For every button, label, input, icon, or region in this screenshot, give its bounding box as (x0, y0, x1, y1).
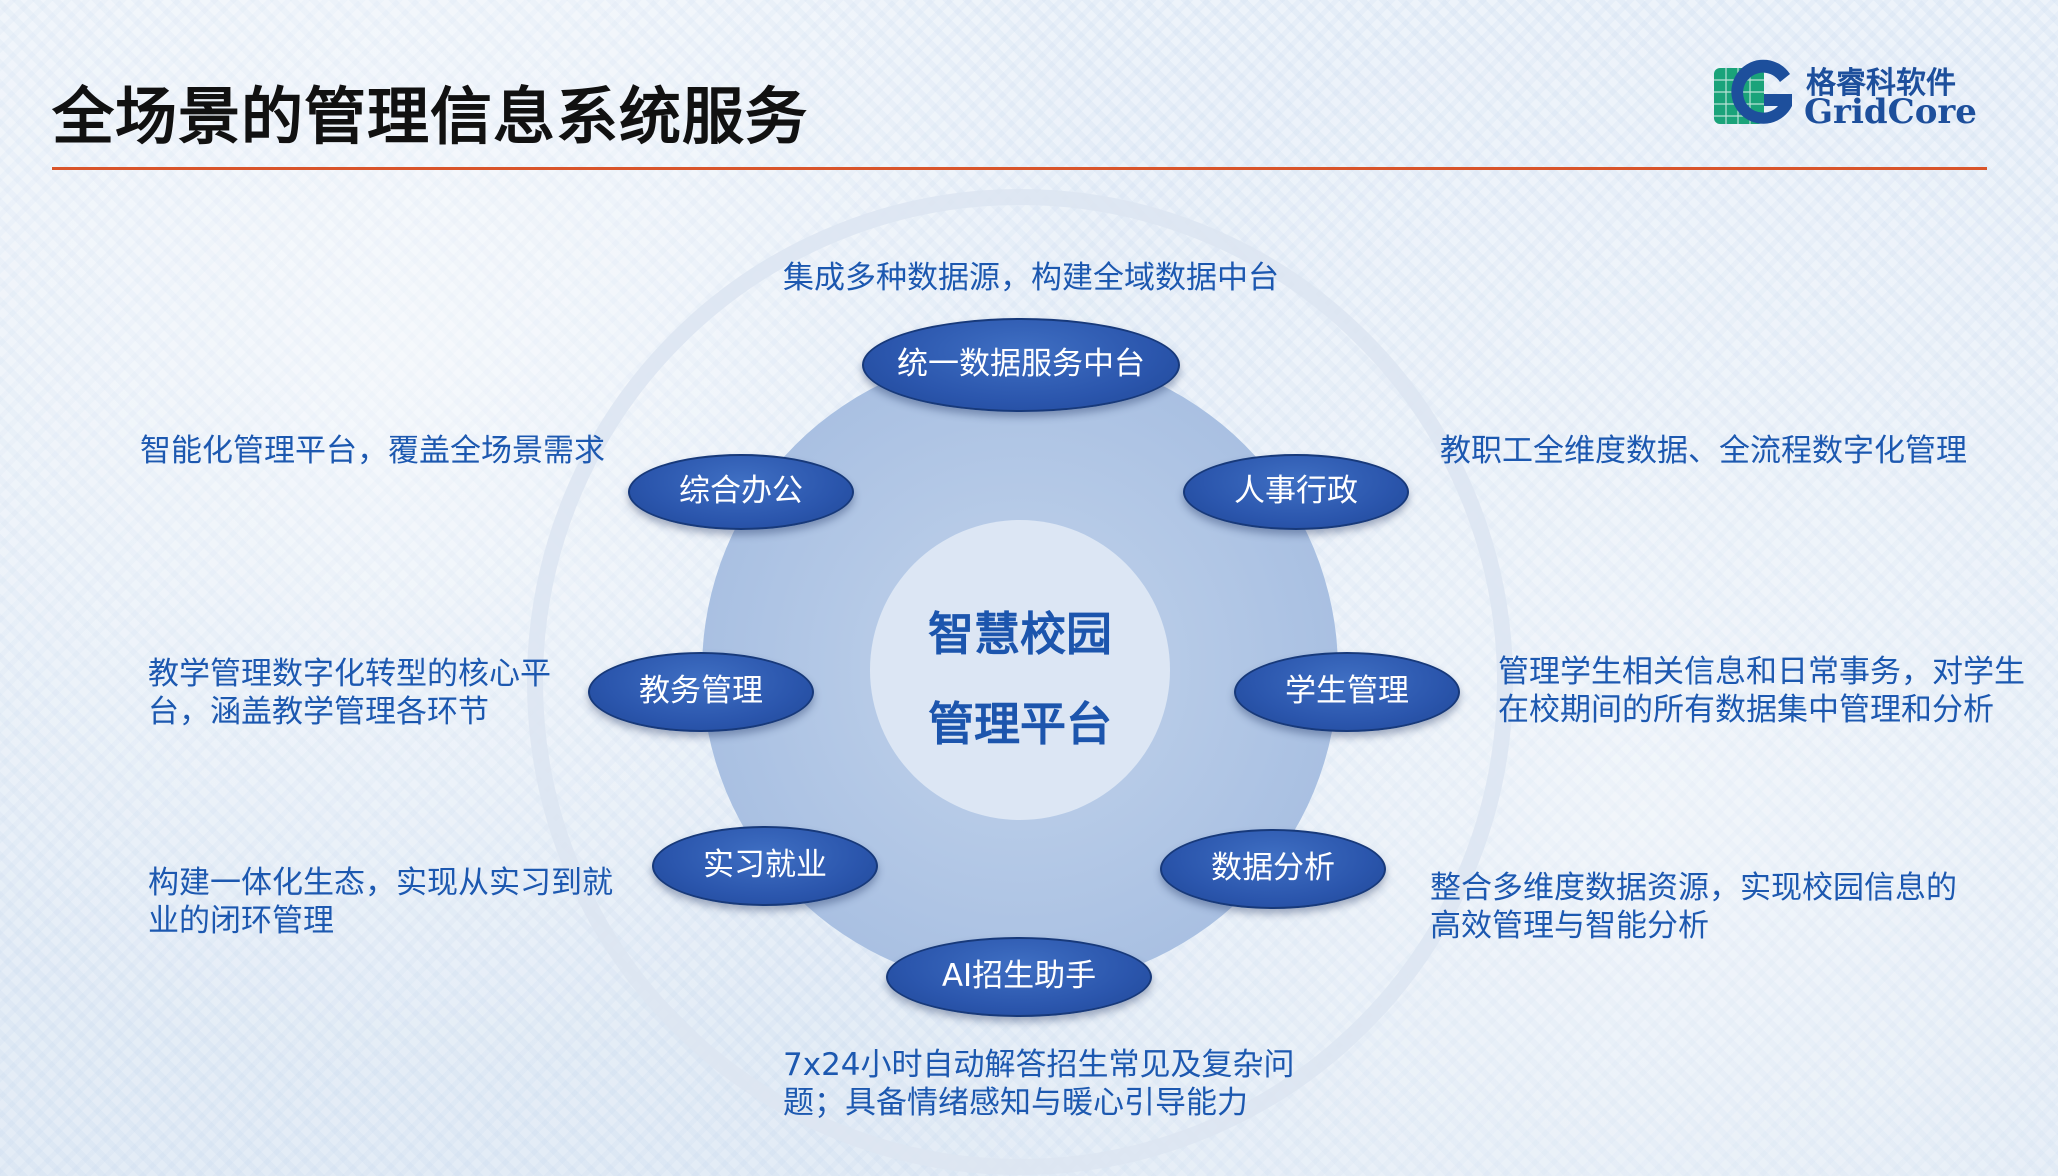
desc-academic: 教学管理数字化转型的核心平台，涵盖教学管理各环节 (148, 656, 551, 730)
gridcore-logo-icon (1714, 59, 1792, 124)
center-title-line1: 智慧校园 (928, 607, 1112, 661)
desc-student: 管理学生相关信息和日常事务，对学生在校期间的所有数据集中管理和分析 (1498, 654, 2025, 728)
node-internship[interactable]: 实习就业 (652, 826, 878, 906)
inner-disk (870, 520, 1170, 820)
node-academic[interactable]: 教务管理 (588, 652, 814, 732)
desc-data-middle: 集成多种数据源，构建全域数据中台 (783, 260, 1279, 296)
page-title: 全场景的管理信息系统服务 (52, 80, 809, 153)
outer-ring (527, 189, 1513, 1175)
node-ai-admission[interactable]: AI招生助手 (886, 937, 1152, 1017)
title-divider (52, 167, 1987, 170)
logo-name-cn: 格睿科软件 (1806, 66, 1956, 101)
node-student[interactable]: 学生管理 (1234, 652, 1460, 732)
desc-ai-admission: 7x24小时自动解答招生常见及复杂问题；具备情绪感知与暖心引导能力 (783, 1047, 1295, 1121)
desc-internship: 构建一体化生态，实现从实习到就业的闭环管理 (148, 865, 613, 939)
company-logo: 格睿科软件 GridCore (1712, 54, 1977, 134)
desc-hr: 教职工全维度数据、全流程数字化管理 (1440, 433, 1967, 469)
center-title-line2: 管理平台 (928, 697, 1112, 751)
desc-office: 智能化管理平台，覆盖全场景需求 (140, 433, 605, 469)
node-office[interactable]: 综合办公 (628, 454, 854, 530)
node-hr[interactable]: 人事行政 (1183, 454, 1409, 530)
desc-analytics: 整合多维度数据资源，实现校园信息的高效管理与智能分析 (1430, 870, 1957, 944)
node-analytics[interactable]: 数据分析 (1160, 829, 1386, 909)
node-data-middle[interactable]: 统一数据服务中台 (862, 318, 1180, 412)
logo-name-en: GridCore (1804, 92, 1977, 132)
